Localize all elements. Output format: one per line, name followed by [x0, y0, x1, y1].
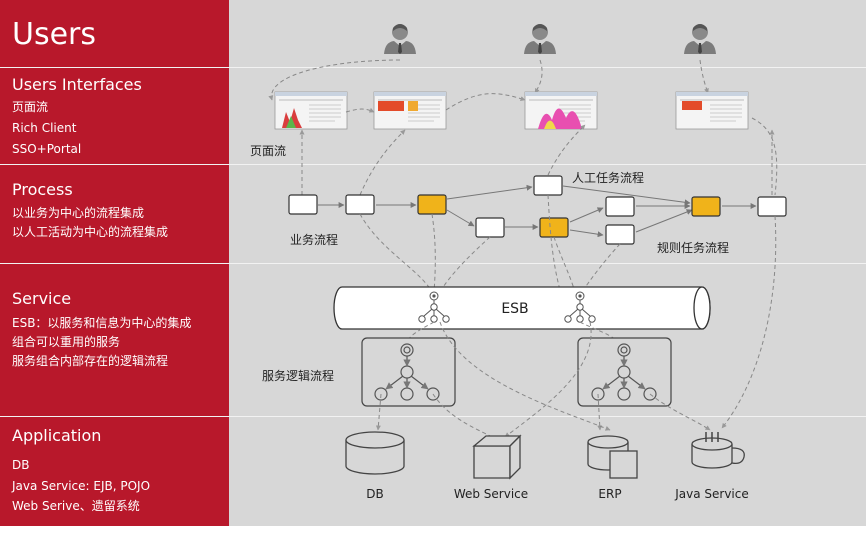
process-task-active: [539, 217, 569, 238]
app-link: [649, 393, 711, 431]
section-line: ESB：以服务和信息为中心的集成: [12, 316, 192, 330]
process-task: [533, 175, 563, 196]
flow-arrow: [446, 209, 475, 227]
page-flow-link: [345, 107, 375, 113]
section-line: 以业务为中心的流程集成: [12, 206, 145, 220]
ui-screenshot: [274, 91, 348, 130]
erp-icon: [587, 435, 638, 479]
row-divider: [0, 164, 866, 165]
process-task: [605, 196, 635, 217]
section-line: 服务组合内部存在的逻辑流程: [12, 354, 169, 368]
process-task: [475, 217, 505, 238]
ui-process-link: [547, 124, 586, 176]
label-service-logic-flow: 服务逻辑流程: [262, 368, 334, 383]
section-line: SSO+Portal: [12, 142, 82, 156]
db-icon: [345, 431, 405, 475]
page-flow-link: [445, 93, 526, 111]
process-esb-link: [431, 213, 437, 293]
section-line: Java Service: EJB, POJO: [12, 479, 151, 493]
section-line: 组合可以重用的服务: [12, 335, 121, 349]
app-label-erp: ERP: [598, 487, 621, 501]
app-link: [375, 393, 382, 431]
esb-bus: [333, 286, 711, 330]
label-rule-task-flow: 规则任务流程: [657, 240, 729, 255]
app-label-db: DB: [366, 487, 383, 501]
app-link: [504, 321, 592, 438]
label-business-flow: 业务流程: [290, 232, 338, 247]
section-line: Web Serive、遗留系统: [12, 499, 140, 513]
process-task-active: [691, 196, 721, 217]
flow-arrow: [635, 209, 693, 233]
app-label-web-service: Web Service: [454, 487, 528, 501]
process-task: [288, 194, 318, 215]
label-page-flow: 页面流: [250, 144, 286, 158]
ui-screenshot: [524, 91, 598, 130]
user-link: [268, 59, 401, 101]
row-divider: [0, 416, 866, 417]
ui-screenshot: [373, 91, 447, 130]
process-task: [345, 194, 375, 215]
ui-process-link: [751, 117, 778, 196]
section-title-ui: Users Interfaces: [12, 75, 142, 94]
web-service-icon: [472, 434, 522, 480]
section-line: 页面流: [12, 100, 49, 114]
flow-arrow: [562, 185, 691, 206]
ui-process-link: [359, 129, 406, 196]
user-icon: [384, 24, 416, 54]
label-manual-task-flow: 人工任务流程: [572, 170, 644, 185]
process-task: [757, 196, 787, 217]
row-divider: [0, 67, 866, 68]
section-title-application: Application: [12, 426, 102, 445]
user-icon: [684, 24, 716, 54]
process-esb-link: [581, 243, 621, 293]
section-title-service: Service: [12, 289, 72, 308]
process-task-active: [417, 194, 447, 215]
user-link: [534, 59, 543, 94]
process-esb-link: [547, 194, 561, 291]
process-task: [605, 224, 635, 245]
app-link: [721, 215, 777, 429]
app-link: [432, 393, 499, 441]
process-esb-link: [359, 213, 433, 293]
esb-label: ESB: [501, 301, 528, 317]
sidebar-title: Users: [12, 17, 97, 52]
process-esb-link: [553, 236, 577, 293]
user-icon: [524, 24, 556, 54]
section-line: DB: [12, 458, 30, 472]
section-line: Rich Client: [12, 121, 77, 135]
flow-arrow: [446, 184, 533, 200]
app-link: [597, 393, 603, 431]
esb-composite-link: [404, 321, 435, 346]
app-link: [439, 321, 611, 431]
flow-arrow: [569, 207, 604, 223]
process-esb-link: [439, 236, 491, 293]
section-line: 以人工活动为中心的流程集成: [12, 225, 169, 239]
user-link: [699, 59, 709, 94]
row-divider: [0, 263, 866, 264]
app-label-java-service: Java Service: [674, 487, 749, 501]
ui-screenshot: [675, 91, 749, 130]
service-composite-box: [361, 337, 456, 407]
java-cup-icon: [691, 432, 745, 469]
section-title-process: Process: [12, 180, 73, 199]
flow-arrow: [569, 229, 604, 238]
